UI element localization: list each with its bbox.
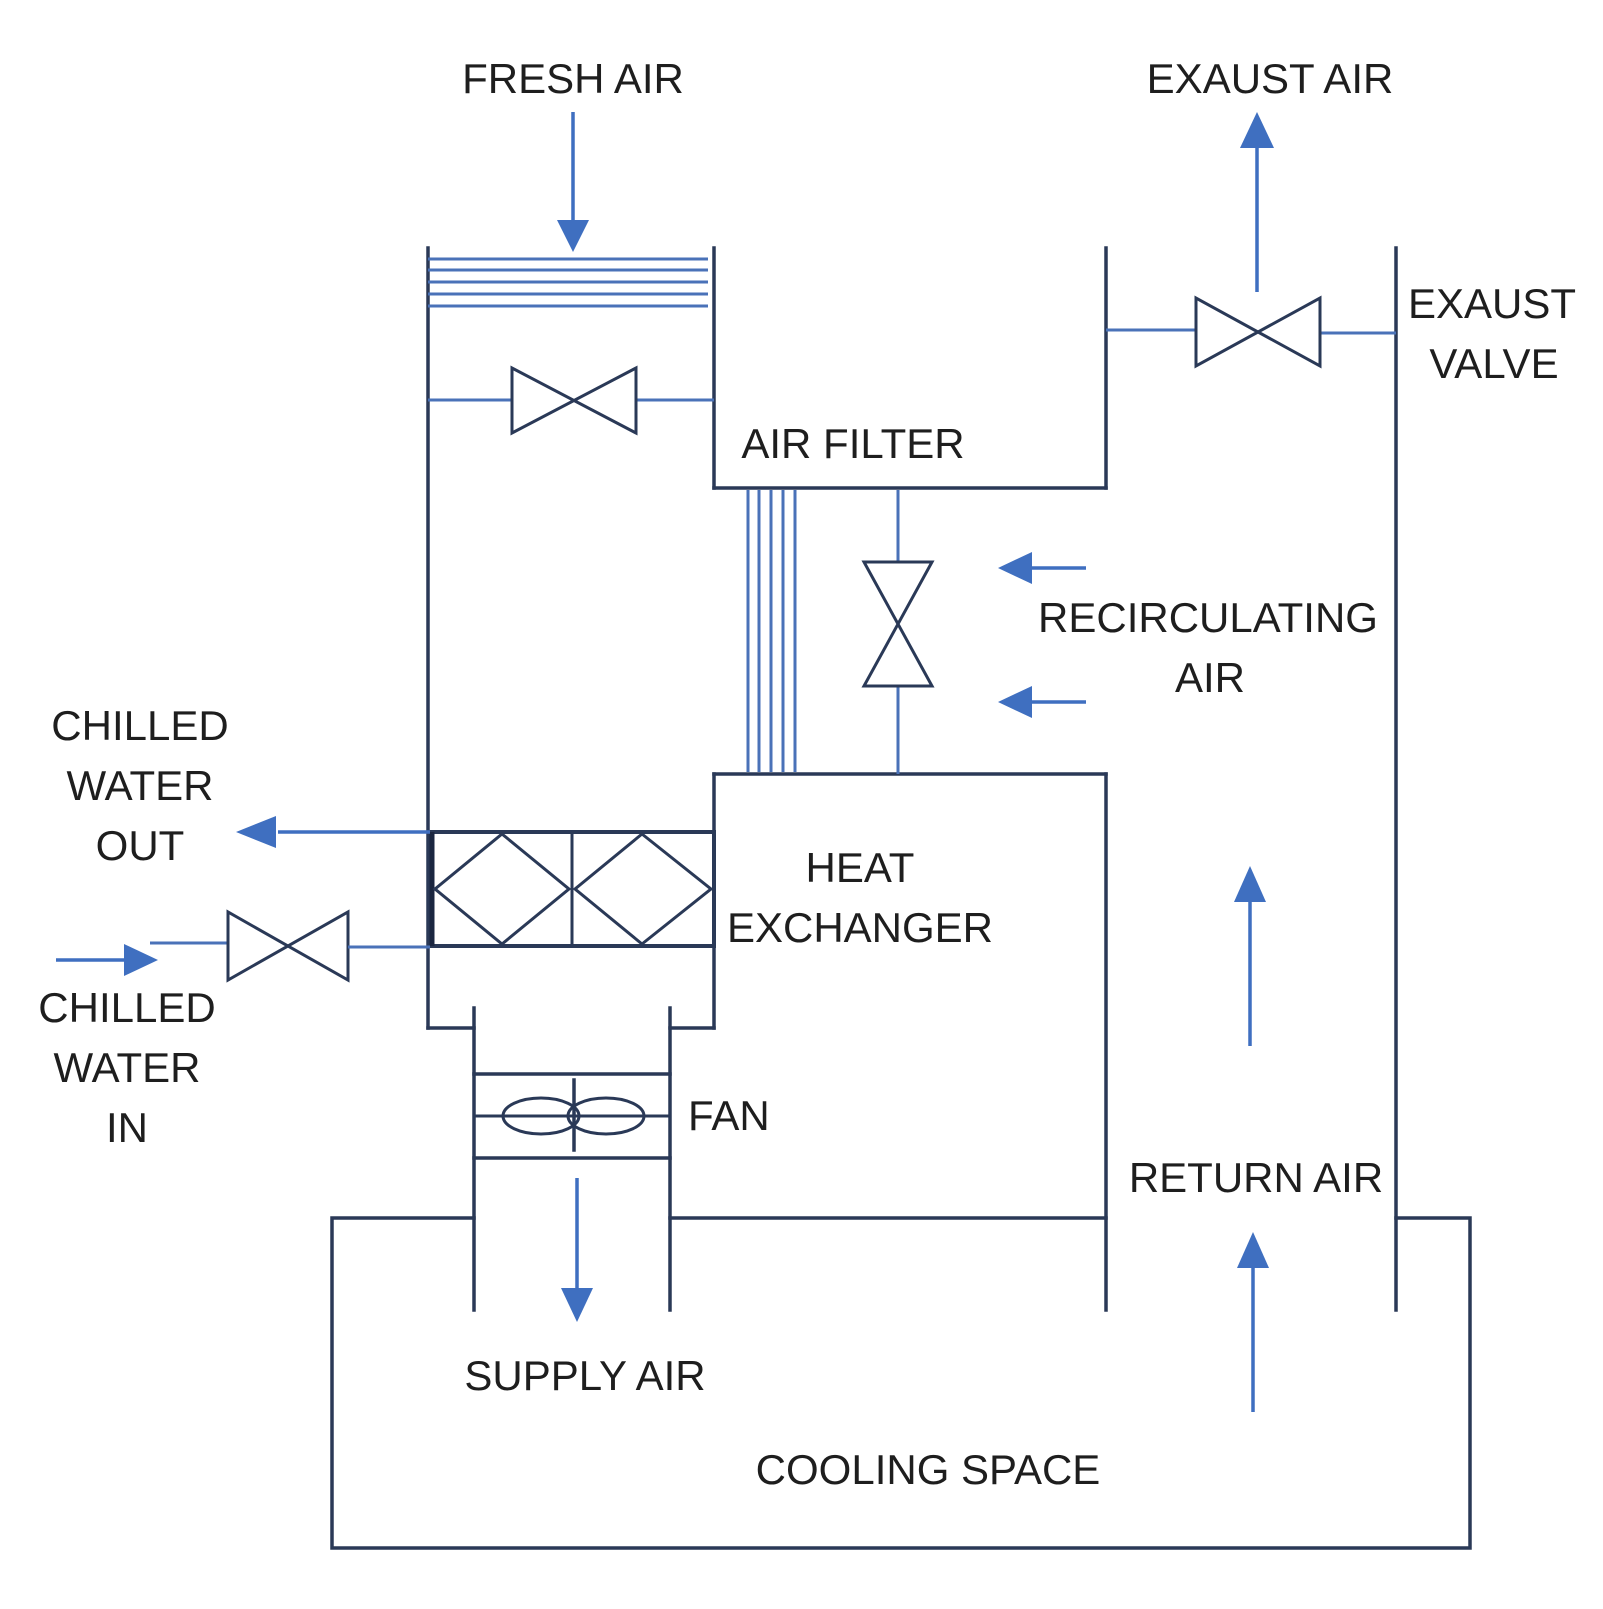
fresh-air-damper-icon (428, 365, 714, 436)
air-filter-label: AIR FILTER (741, 420, 964, 467)
chilled-water-in-label-line2: WATER (54, 1044, 201, 1091)
chilled-water-out-label-line3: OUT (96, 822, 185, 869)
cooling-space-label: COOLING SPACE (756, 1446, 1101, 1493)
recirculating-air-label-line2: AIR (1175, 654, 1245, 701)
exhaust-valve-label-line2: VALVE (1429, 340, 1558, 387)
fan-label: FAN (688, 1092, 770, 1139)
fresh-air-arrow (557, 112, 589, 252)
exhaust-air-arrow (1240, 112, 1274, 292)
chilled-water-out-label-line2: WATER (67, 762, 214, 809)
chilled-water-in-label-line3: IN (106, 1104, 148, 1151)
duct-structure (330, 246, 1472, 1550)
heat-exchanger-label-line2: EXCHANGER (727, 904, 993, 951)
heat-exchanger-coil-icon (428, 830, 716, 948)
exhaust-valve-icon (1106, 295, 1396, 369)
diagram-labels: FRESH AIR EXAUST AIR EXAUST VALVE AIR FI… (38, 55, 1576, 1493)
return-air-arrow-upper (1234, 866, 1266, 1046)
chilled-water-in-label-line1: CHILLED (38, 984, 215, 1031)
supply-air-label: SUPPLY AIR (464, 1352, 705, 1399)
exhaust-valve-label-line1: EXAUST (1408, 280, 1576, 327)
intake-filter-grille (428, 257, 708, 308)
heat-exchanger-label-line1: HEAT (806, 844, 915, 891)
chilled-water-in-pipe (56, 909, 430, 983)
fresh-air-label: FRESH AIR (462, 55, 684, 102)
recirculation-damper-icon (861, 490, 935, 774)
air-filter-element (746, 490, 797, 772)
recirculating-air-label-line1: RECIRCULATING (1038, 594, 1378, 641)
return-air-label: RETURN AIR (1129, 1154, 1383, 1201)
chilled-water-out-label-line1: CHILLED (51, 702, 228, 749)
supply-air-arrow (561, 1178, 593, 1322)
chilled-water-out-pipe (236, 816, 430, 848)
return-air-arrow-lower (1237, 1232, 1269, 1412)
fan-icon (472, 1072, 672, 1160)
recirculating-arrow-upper (998, 552, 1086, 584)
recirculating-arrow-lower (998, 686, 1086, 718)
exhaust-air-label: EXAUST AIR (1147, 55, 1394, 102)
